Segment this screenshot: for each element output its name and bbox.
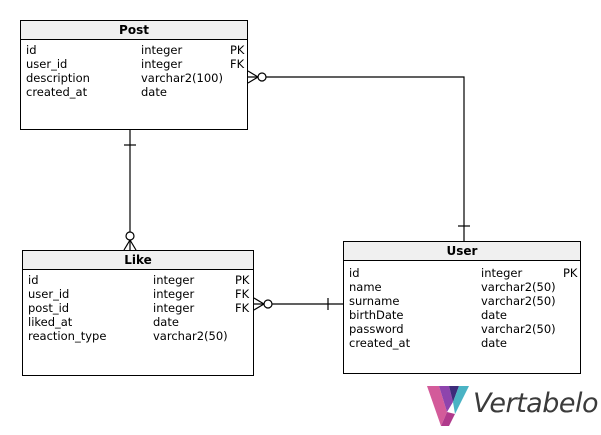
relationship-user-post: [247, 70, 470, 241]
table-row: name varchar2(50): [344, 280, 580, 294]
table-row: reaction_type varchar2(50): [23, 329, 253, 343]
column-name: surname: [349, 294, 400, 308]
column-type: varchar2(50): [481, 322, 556, 336]
table-row: surname varchar2(50): [344, 294, 580, 308]
table-row: user_id integer FK: [21, 57, 247, 71]
column-key: FK: [235, 301, 250, 315]
column-type: integer: [141, 57, 183, 71]
column-name: post_id: [28, 301, 70, 315]
column-type: integer: [153, 273, 195, 287]
column-type: varchar2(50): [481, 280, 556, 294]
column-type: integer: [153, 287, 195, 301]
column-type: date: [481, 336, 507, 350]
table-post[interactable]: Post id integer PK user_id integer FK de…: [20, 20, 248, 130]
table-row: created_at date: [21, 85, 247, 99]
table-row: description varchar2(100): [21, 71, 247, 85]
vertabelo-logo-icon: [427, 386, 469, 426]
table-user-title: User: [344, 242, 580, 261]
column-name: reaction_type: [28, 329, 107, 343]
column-name: name: [349, 280, 382, 294]
column-name: id: [349, 266, 360, 280]
column-key: FK: [230, 57, 245, 71]
table-post-title: Post: [21, 21, 247, 40]
table-row: liked_at date: [23, 315, 253, 329]
column-type: varchar2(50): [153, 329, 228, 343]
table-row: user_id integer FK: [23, 287, 253, 301]
column-type: date: [481, 308, 507, 322]
column-name: id: [28, 273, 39, 287]
column-type: date: [153, 315, 179, 329]
column-type: integer: [481, 266, 523, 280]
relationship-post-like: [123, 130, 137, 251]
table-row: created_at date: [344, 336, 580, 350]
vertabelo-wordmark: Vertabelo: [473, 388, 599, 419]
table-user[interactable]: User id integer PK name varchar2(50) sur…: [343, 241, 581, 374]
column-name: description: [26, 71, 90, 85]
column-type: integer: [141, 43, 183, 57]
column-name: id: [26, 43, 37, 57]
column-name: password: [349, 322, 404, 336]
table-row: birthDate date: [344, 308, 580, 322]
table-like-title: Like: [23, 251, 253, 270]
column-name: user_id: [28, 287, 70, 301]
column-name: created_at: [349, 336, 411, 350]
column-name: created_at: [26, 85, 88, 99]
column-type: varchar2(100): [141, 71, 223, 85]
table-row: id integer PK: [21, 43, 247, 57]
table-row: post_id integer FK: [23, 301, 253, 315]
table-row: password varchar2(50): [344, 322, 580, 336]
column-type: varchar2(50): [481, 294, 556, 308]
relationship-user-like: [253, 297, 343, 311]
table-row: id integer PK: [23, 273, 253, 287]
column-key: FK: [235, 287, 250, 301]
table-like[interactable]: Like id integer PK user_id integer FK po…: [22, 250, 254, 376]
column-key: PK: [563, 266, 578, 280]
column-name: user_id: [26, 57, 68, 71]
column-name: liked_at: [28, 315, 73, 329]
column-type: date: [141, 85, 167, 99]
table-row: id integer PK: [344, 266, 580, 280]
column-key: PK: [235, 273, 250, 287]
column-name: birthDate: [349, 308, 404, 322]
column-key: PK: [230, 43, 245, 57]
column-type: integer: [153, 301, 195, 315]
